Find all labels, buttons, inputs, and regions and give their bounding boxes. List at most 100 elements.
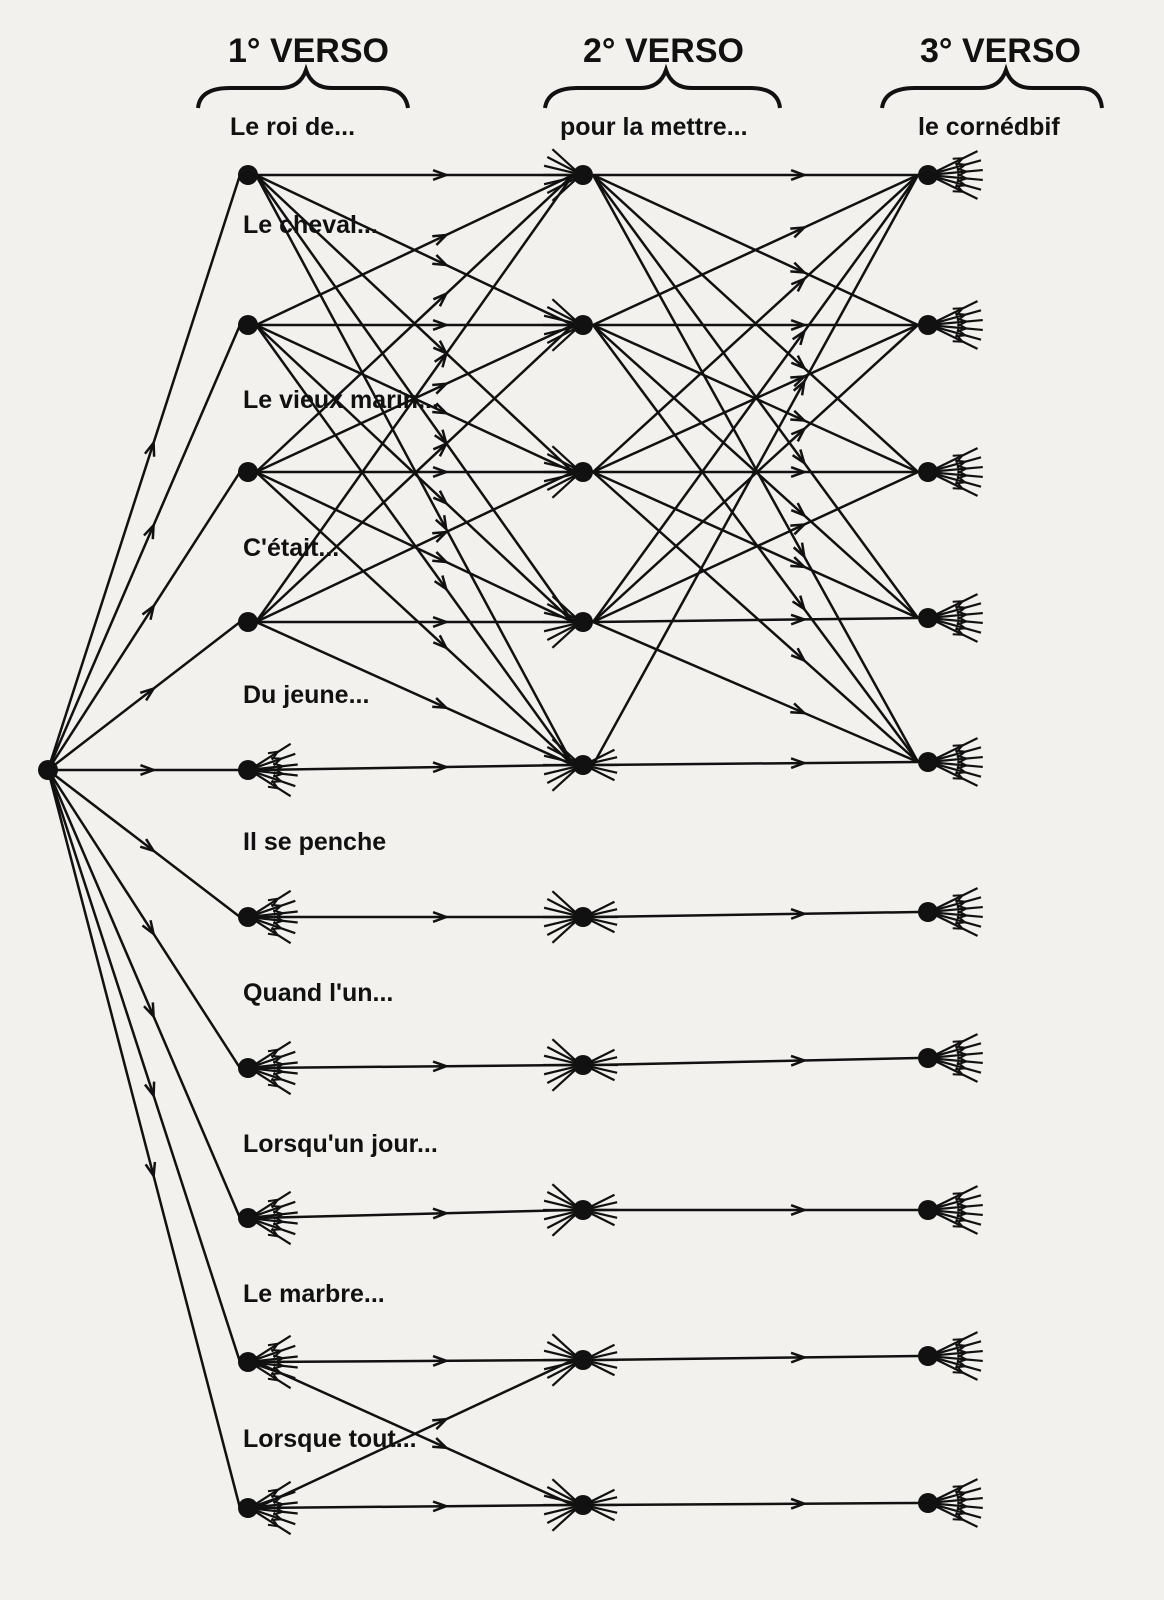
fan-stub — [255, 773, 292, 798]
edge-line — [255, 471, 574, 766]
edge-line — [592, 470, 919, 620]
row-label: Du jeune... — [243, 681, 369, 709]
fan-stub — [590, 917, 618, 926]
arrowhead — [790, 502, 807, 518]
verso-3-node — [918, 902, 938, 922]
fan-stub — [935, 465, 983, 473]
label-le-roi-de: Le roi de... — [230, 113, 355, 141]
arrowhead — [790, 1204, 808, 1216]
fan-stub — [590, 1201, 618, 1210]
fan-arrowhead — [952, 333, 965, 343]
arrowhead — [792, 542, 807, 560]
fan-stub — [255, 916, 298, 924]
edge-line — [591, 174, 920, 623]
fan-arrowhead — [952, 1218, 965, 1228]
verso-3-node — [918, 315, 938, 335]
edge-line — [255, 1358, 574, 1510]
fan-arrowhead — [271, 1511, 284, 1522]
top-labels: Le roi de... pour la mettre... le cornéd… — [230, 113, 1060, 141]
fan-stub — [935, 617, 983, 625]
fan-stub — [543, 1065, 576, 1076]
arrowhead — [790, 1497, 808, 1510]
fan-stub — [935, 447, 979, 470]
arrowhead — [790, 702, 808, 715]
fan-stub — [546, 177, 576, 194]
edge-line — [592, 174, 919, 473]
fan-arrowhead — [952, 1066, 965, 1076]
verso-2-node — [573, 315, 593, 335]
fan-stub — [255, 1211, 298, 1219]
fan-stub — [255, 1490, 296, 1507]
fan-stub — [590, 1488, 616, 1503]
edge-line — [592, 470, 919, 624]
fan-stub — [935, 764, 979, 787]
fan-arrowhead — [271, 1365, 284, 1376]
fan-stub — [543, 314, 576, 325]
arrowhead — [432, 319, 450, 331]
fan-stub — [935, 1042, 982, 1057]
fan-arrowhead — [271, 1071, 284, 1082]
edge-line — [592, 1056, 919, 1067]
fan-stub — [590, 1351, 618, 1360]
fan-stub — [935, 327, 979, 350]
arrowhead — [141, 603, 156, 621]
arrowhead — [790, 647, 807, 663]
arrowhead — [434, 514, 448, 533]
fan-arrowhead — [952, 1364, 965, 1374]
fan-stub — [543, 1210, 576, 1221]
fan-stub — [935, 1504, 982, 1519]
fan-stub — [935, 913, 982, 928]
fan-stub — [935, 620, 979, 643]
fan-stub — [255, 763, 298, 771]
root-node — [38, 760, 58, 780]
arrowhead — [432, 291, 449, 307]
fan-stub — [543, 611, 576, 622]
arrowhead — [790, 319, 808, 331]
edges — [46, 169, 920, 1513]
fan-stub — [255, 910, 298, 918]
edge-line — [46, 769, 242, 1509]
verso-3-node — [918, 608, 938, 628]
header-verso-1: 1° VERSO — [228, 32, 389, 70]
arrowhead — [792, 378, 807, 396]
verso-3-node — [918, 1048, 938, 1068]
fan-stub — [255, 769, 298, 777]
arrowhead — [432, 697, 450, 710]
arrowhead — [432, 530, 450, 543]
fan-stub — [935, 1203, 983, 1211]
fan-arrowhead — [267, 897, 281, 908]
brace-2 — [543, 63, 782, 109]
fan-stub — [543, 472, 576, 483]
verso-1-node — [238, 907, 258, 927]
fan-stub — [935, 1033, 979, 1056]
fan-stub — [255, 1050, 296, 1067]
fan-stub — [551, 1364, 576, 1387]
fan-stub — [255, 1507, 298, 1515]
fan-arrowhead — [267, 779, 281, 790]
arrowhead — [432, 169, 450, 181]
verso-3-node — [918, 1493, 938, 1513]
verso-2-node — [573, 462, 593, 482]
fan-stub — [935, 619, 982, 634]
fan-arrowhead — [267, 1077, 281, 1088]
fan-stub — [255, 918, 296, 935]
fan-stub — [546, 1046, 576, 1063]
arrowhead — [790, 613, 808, 626]
edge-line — [592, 173, 919, 327]
fan-arrowhead — [272, 1210, 286, 1220]
arrowhead — [790, 276, 807, 292]
fan-stub — [935, 737, 979, 760]
fan-stub — [551, 1183, 576, 1206]
arrowhead — [432, 1500, 450, 1513]
fan-stub — [551, 595, 576, 618]
edge-line — [254, 174, 575, 766]
fan-stub — [935, 746, 982, 761]
edge-line — [255, 173, 574, 327]
fan-stub — [543, 754, 576, 765]
verso-3-node — [918, 752, 938, 772]
fan-arrowhead — [271, 756, 284, 767]
edge-line — [46, 769, 242, 1069]
fan-stub — [551, 738, 576, 761]
fan-stub — [935, 1505, 979, 1528]
verso-2-node — [573, 1495, 593, 1515]
